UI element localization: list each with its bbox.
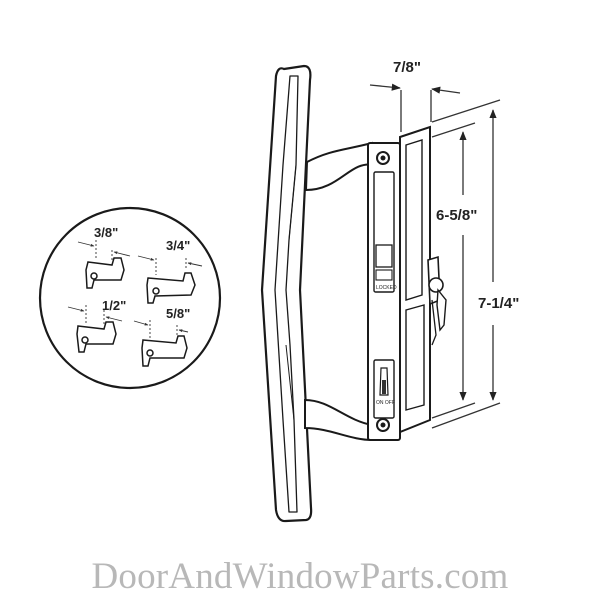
- inner-height-dimension: [431, 122, 476, 419]
- latch-5-8: [141, 335, 188, 367]
- latch-3-8: [85, 257, 125, 289]
- latch-label-3-4: 3/4": [166, 238, 190, 253]
- handle-arms: [304, 141, 376, 442]
- lock-body: [367, 125, 447, 441]
- pull-handle: [260, 64, 313, 523]
- on-off-label: ON OFF: [376, 400, 395, 406]
- latch-label-1-2: 1/2": [102, 298, 126, 313]
- locked-label: LOCKED: [376, 285, 397, 291]
- width-label: 7/8": [393, 59, 421, 76]
- watermark: DoorAndWindowParts.com: [91, 556, 509, 597]
- inner-height-label: 6-5/8": [436, 207, 477, 224]
- latch-inset: 3/8" 3/4" 1/2": [38, 206, 222, 390]
- outer-height-dimension: [431, 99, 501, 429]
- width-dimension: [369, 83, 461, 132]
- latch-3-4: [146, 272, 196, 304]
- latch-label-3-8: 3/8": [94, 225, 118, 240]
- latch-label-5-8: 5/8": [166, 306, 190, 321]
- outer-height-label: 7-1/4": [478, 295, 519, 312]
- latch-1-2: [76, 321, 117, 353]
